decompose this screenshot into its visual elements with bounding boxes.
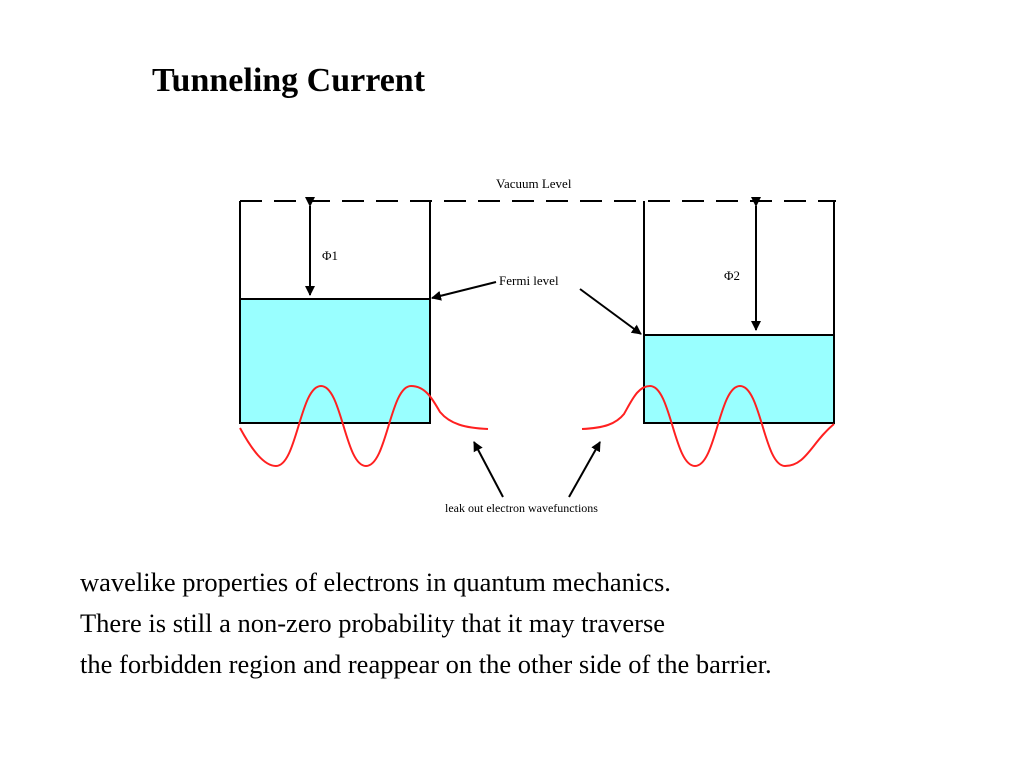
phi2-label: Φ2 (724, 268, 740, 283)
right-wavefunction (581, 384, 835, 468)
fermi-level-label: Fermi level (499, 273, 559, 288)
left-wavefunction (239, 384, 489, 468)
leak-label: leak out electron wavefunctions (445, 501, 598, 515)
leak-arrow-left (473, 441, 504, 498)
left-electron-sea (239, 298, 431, 424)
body-line-3: the forbidden region and reappear on the… (80, 649, 772, 679)
body-text: wavelike properties of electrons in quan… (80, 562, 772, 685)
body-line-1: wavelike properties of electrons in quan… (80, 567, 671, 597)
right-electron-sea (643, 334, 835, 424)
vacuum-level-label: Vacuum Level (496, 176, 572, 191)
leak-arrow-right (568, 441, 601, 498)
fermi-arrow-right (579, 288, 642, 335)
phi1-label: Φ1 (322, 248, 338, 263)
slide-title: Tunneling Current (152, 62, 426, 99)
body-line-2: There is still a non-zero probability th… (80, 608, 666, 638)
fermi-arrow-left (431, 281, 497, 301)
